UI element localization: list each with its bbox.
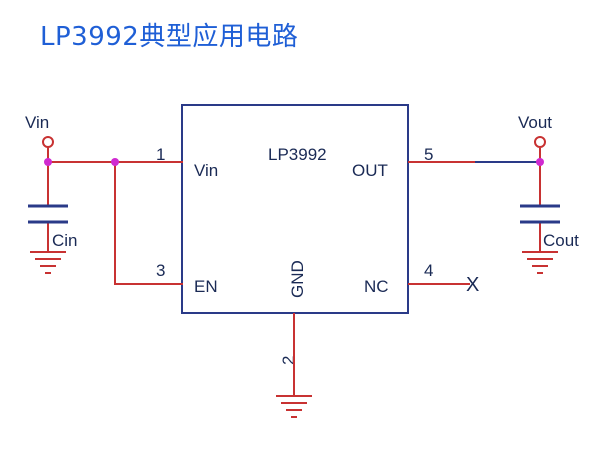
chip-body <box>181 104 409 314</box>
pin-number-4: 4 <box>424 261 433 280</box>
en-junction-node <box>111 158 119 166</box>
pin-label-gnd: GND <box>288 260 307 298</box>
pin-label-vin: Vin <box>194 161 218 180</box>
output-wiring <box>408 148 541 285</box>
chip-name: LP3992 <box>268 145 327 164</box>
cin-capacitor <box>28 204 68 224</box>
pin-label-nc: NC <box>364 277 389 296</box>
vin-junction-node <box>44 158 52 166</box>
pin-number-5: 5 <box>424 145 433 164</box>
no-connect-marker: X <box>466 274 479 296</box>
pin-number-2: 2 <box>279 356 298 365</box>
cin-label: Cin <box>52 231 78 250</box>
gnd-ground-symbol <box>276 395 312 418</box>
cout-label: Cout <box>543 231 579 250</box>
vout-net-label: Vout <box>518 113 552 132</box>
vout-junction-node <box>536 158 544 166</box>
cout-ground-symbol <box>522 251 558 274</box>
pin-label-out: OUT <box>352 161 388 180</box>
vin-terminal <box>42 136 54 148</box>
cout-capacitor <box>520 204 560 224</box>
vin-net-label: Vin <box>25 113 49 132</box>
pin-number-1: 1 <box>156 145 165 164</box>
page-title: LP3992典型应用电路 <box>40 22 299 52</box>
pin-number-3: 3 <box>156 261 165 280</box>
pin-label-en: EN <box>194 277 218 296</box>
vout-terminal <box>534 136 546 148</box>
cin-ground-symbol <box>30 251 66 274</box>
